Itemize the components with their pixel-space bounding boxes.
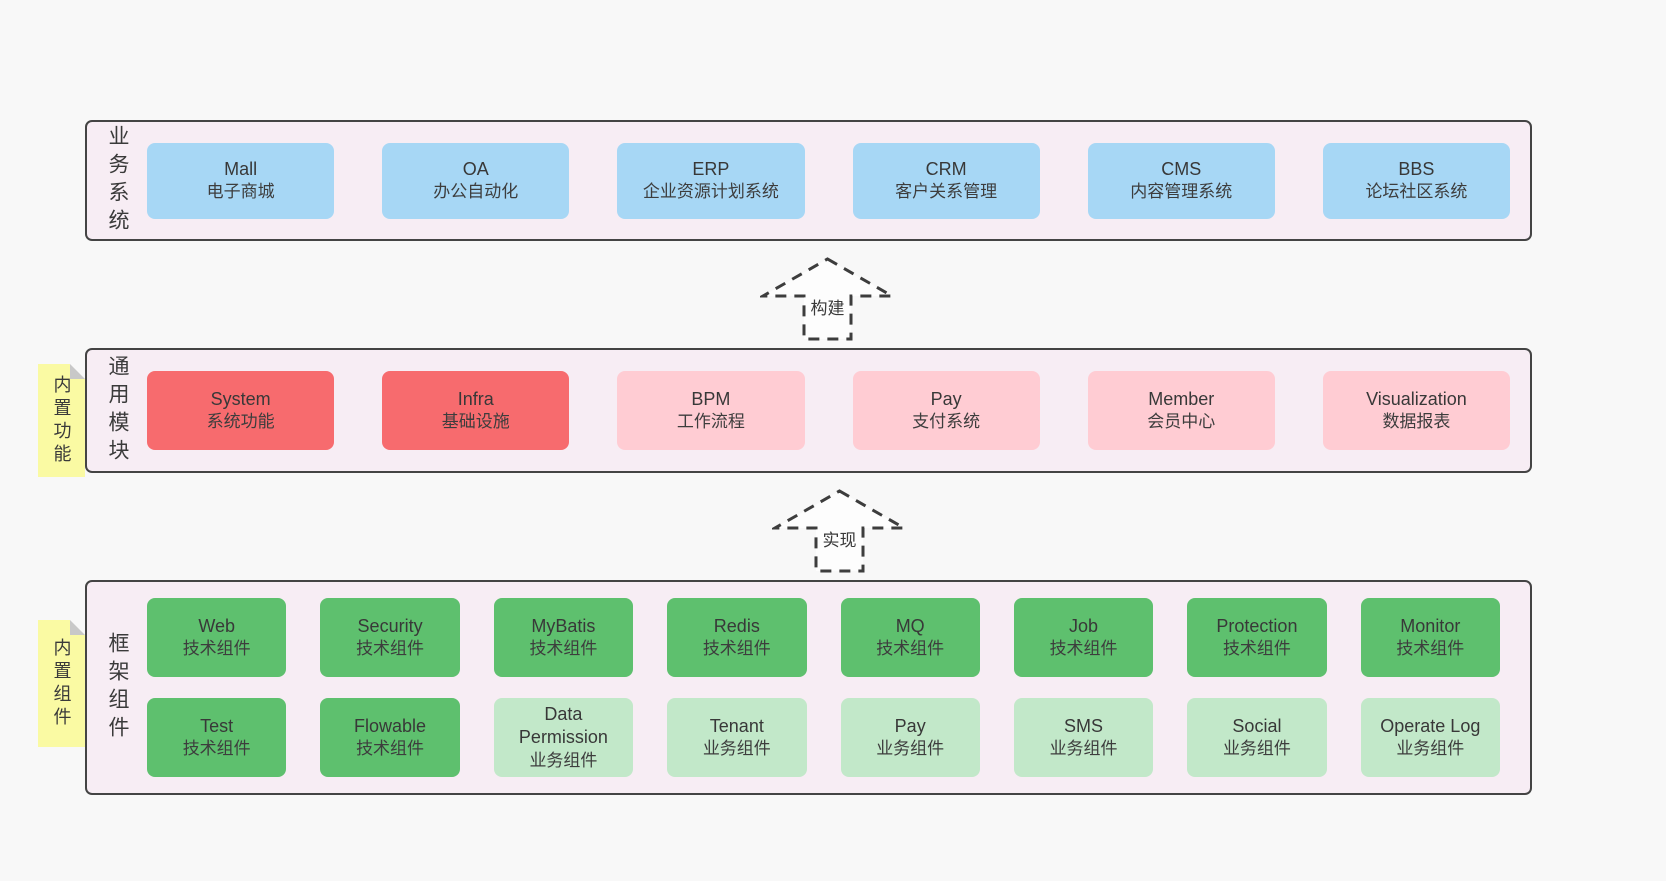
box-protection: Protection 技术组件 [1187, 598, 1327, 677]
box-test: Test 技术组件 [147, 698, 287, 777]
arrow-build-label: 构建 [808, 294, 847, 319]
box-member: Member 会员中心 [1087, 371, 1275, 450]
box-web: Web 技术组件 [147, 598, 287, 677]
arrow-build: 构建 [760, 256, 895, 342]
box-erp: ERP 企业资源计划系统 [617, 142, 805, 219]
layer-framework-components: 框架组件 Web 技术组件 Security 技术组件 MyBatis 技术组件… [85, 580, 1532, 795]
box-social: Social 业务组件 [1187, 698, 1327, 777]
sticky-note-label: 内置组件 [51, 637, 72, 730]
box-mall: Mall 电子商城 [147, 142, 335, 219]
layer-common-modules: 通用模块 System 系统功能 Infra 基础设施 BPM 工作流程 Pay… [85, 348, 1532, 473]
box-system: System 系统功能 [147, 371, 335, 450]
box-pay-component: Pay 业务组件 [840, 698, 980, 777]
box-job: Job 技术组件 [1013, 598, 1154, 677]
arrow-implement: 实现 [772, 488, 907, 574]
sticky-note-built-in-features: 内置功能 [38, 364, 85, 477]
box-flowable: Flowable 技术组件 [320, 698, 460, 777]
box-cms: CMS 内容管理系统 [1087, 142, 1275, 219]
box-oa: OA 办公自动化 [382, 142, 570, 219]
box-mybatis: MyBatis 技术组件 [493, 598, 634, 677]
box-mq: MQ 技术组件 [840, 598, 980, 677]
layer-business-systems: 业务系统 Mall 电子商城 OA 办公自动化 ERP 企业资源计划系统 CRM… [85, 120, 1532, 241]
box-operate-log: Operate Log 业务组件 [1360, 698, 1500, 777]
box-sms: SMS 业务组件 [1013, 698, 1154, 777]
arrow-implement-label: 实现 [820, 526, 859, 551]
box-crm: CRM 客户关系管理 [852, 142, 1040, 219]
box-bbs: BBS 论坛社区系统 [1322, 142, 1511, 219]
box-infra: Infra 基础设施 [382, 371, 570, 450]
box-pay-module: Pay 支付系统 [852, 371, 1040, 450]
layer-framework-label: 框架组件 [106, 631, 129, 744]
layer-business-label: 业务系统 [106, 124, 129, 237]
box-data-permission: Data Permission 业务组件 [493, 698, 634, 777]
sticky-note-built-in-components: 内置组件 [38, 620, 85, 747]
box-bpm: BPM 工作流程 [617, 371, 805, 450]
sticky-note-label: 内置功能 [51, 374, 72, 467]
box-security: Security 技术组件 [320, 598, 460, 677]
layer-common-label: 通用模块 [106, 354, 129, 467]
box-tenant: Tenant 业务组件 [667, 698, 807, 777]
box-monitor: Monitor 技术组件 [1360, 598, 1500, 677]
box-redis: Redis 技术组件 [667, 598, 807, 677]
box-visualization: Visualization 数据报表 [1322, 371, 1511, 450]
